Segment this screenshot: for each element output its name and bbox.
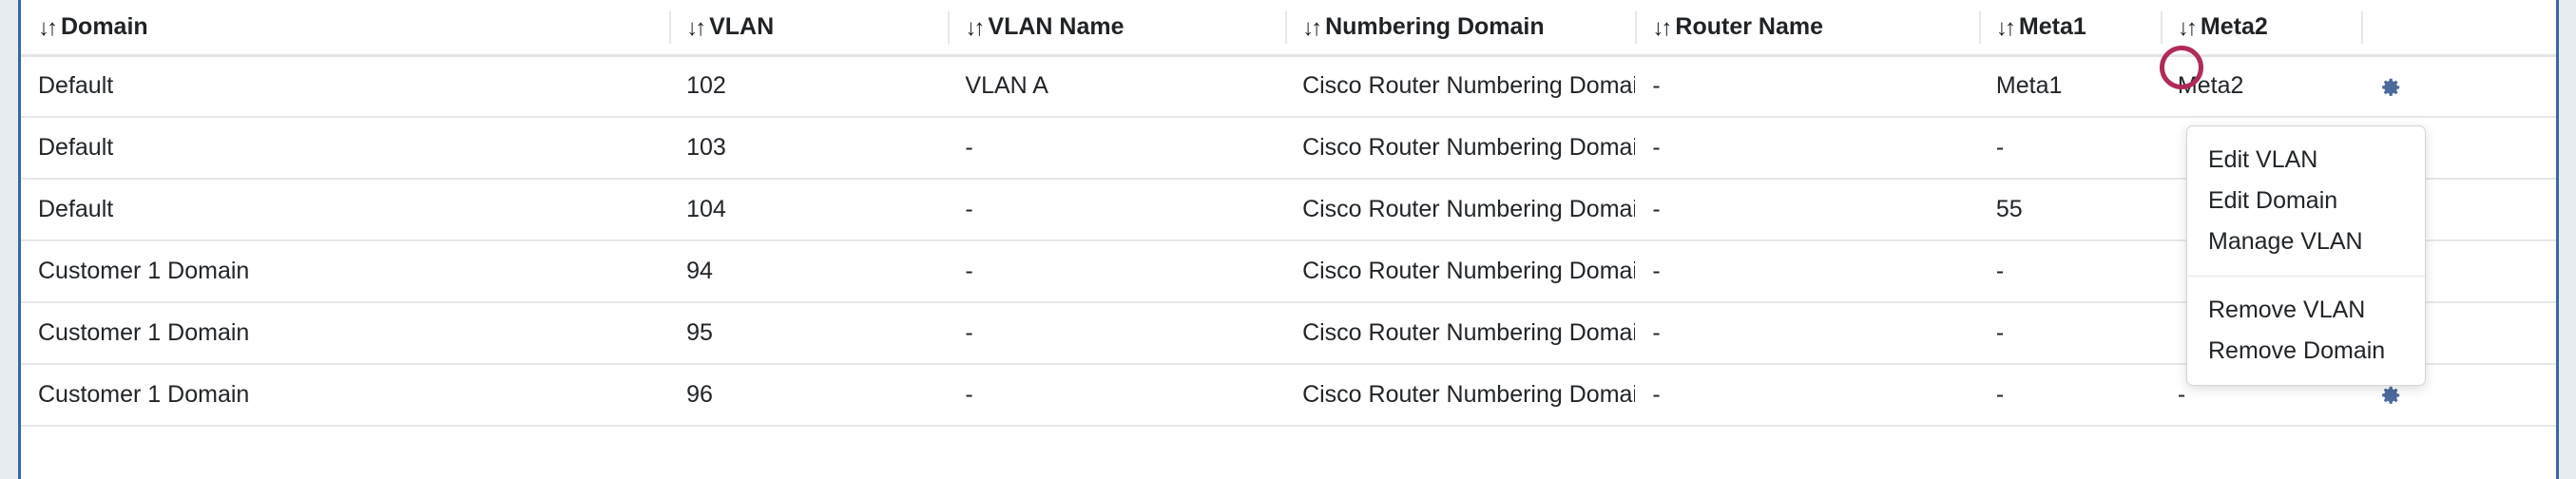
menu-item-edit-vlan[interactable]: Edit VLAN xyxy=(2208,146,2318,173)
cell-vlan: 103 xyxy=(686,134,726,161)
cell-numbering-domain: Cisco Router Numbering Domain for … xyxy=(1302,319,1635,346)
content-panel: ↓↑Domain↓↑VLAN↓↑VLAN Name↓↑Numbering Dom… xyxy=(18,0,2559,479)
column-header-vlan[interactable]: ↓↑VLAN xyxy=(669,0,949,55)
cell-vlan-name: - xyxy=(965,319,973,346)
column-header-domain[interactable]: ↓↑Domain xyxy=(21,0,670,55)
cell-meta1: - xyxy=(1995,258,2005,284)
menu-item-edit-domain[interactable]: Edit Domain xyxy=(2208,187,2338,214)
sort-updown-icon[interactable]: ↓↑ xyxy=(1652,14,1672,41)
cell-numbering-domain: Cisco Router Numbering Domain for … xyxy=(1302,72,1635,100)
column-separator xyxy=(1978,11,1981,44)
table-header-row: ↓↑Domain↓↑VLAN↓↑VLAN Name↓↑Numbering Dom… xyxy=(21,0,2556,55)
cell-router-name: - xyxy=(1652,258,1661,284)
column-separator xyxy=(669,11,672,44)
cell-vlan-name: - xyxy=(965,381,973,408)
sort-updown-icon[interactable]: ↓↑ xyxy=(1995,14,2016,41)
cell-meta1: - xyxy=(1995,134,2005,161)
column-separator xyxy=(2361,11,2364,44)
vlan-table-container: ↓↑Domain↓↑VLAN↓↑VLAN Name↓↑Numbering Dom… xyxy=(21,0,2556,479)
row-actions-button[interactable] xyxy=(2361,364,2556,426)
column-header-meta1[interactable]: ↓↑Meta1 xyxy=(1978,0,2161,55)
cell-meta1: - xyxy=(1995,319,2005,346)
cell-meta1: - xyxy=(1995,381,2005,408)
cell-domain: Default xyxy=(38,72,114,100)
cell-meta1: 55 xyxy=(1995,196,2023,222)
cell-numbering-domain: Cisco Router Numbering Domain for … xyxy=(1302,134,1635,161)
cell-vlan: 95 xyxy=(686,319,713,346)
menu-divider xyxy=(2187,276,2425,277)
menu-item-manage-vlan[interactable]: Manage VLAN xyxy=(2208,228,2363,255)
vlan-table: ↓↑Domain↓↑VLAN↓↑VLAN Name↓↑Numbering Dom… xyxy=(21,0,2556,427)
column-header-numbering-domain[interactable]: ↓↑Numbering Domain xyxy=(1285,0,1636,55)
row-actions-button[interactable] xyxy=(2361,55,2556,117)
sort-updown-icon[interactable]: ↓↑ xyxy=(965,14,985,41)
cell-numbering-domain: Cisco Router Numbering Domain for … xyxy=(1302,258,1635,284)
column-header-vlan-name[interactable]: ↓↑VLAN Name xyxy=(948,0,1286,55)
cell-domain: Customer 1 Domain xyxy=(38,258,250,284)
column-header-router-name[interactable]: ↓↑Router Name xyxy=(1635,0,1979,55)
sort-updown-icon[interactable]: ↓↑ xyxy=(686,14,706,41)
sort-updown-icon[interactable]: ↓↑ xyxy=(2177,14,2198,41)
gear-icon[interactable] xyxy=(2378,383,2403,408)
cell-vlan-name: - xyxy=(965,196,973,222)
column-header-meta2[interactable]: ↓↑Meta2 xyxy=(2160,0,2362,55)
menu-item-remove-vlan[interactable]: Remove VLAN xyxy=(2208,297,2366,323)
column-separator xyxy=(1285,11,1288,44)
column-header-label: Numbering Domain xyxy=(1325,12,1545,40)
column-header-label: Meta1 xyxy=(2018,12,2086,40)
table-row[interactable]: Default 102 VLAN A Cisco Router Numbering D… xyxy=(21,55,2556,117)
cell-domain: Customer 1 Domain xyxy=(38,319,250,346)
sort-updown-icon[interactable]: ↓↑ xyxy=(38,14,58,41)
column-header-label: Domain xyxy=(61,12,148,40)
cell-domain: Default xyxy=(38,196,114,222)
cell-numbering-domain: Cisco Router Numbering Domain for … xyxy=(1302,381,1635,408)
column-header-label: VLAN Name xyxy=(988,12,1125,40)
cell-vlan-name: - xyxy=(965,134,973,161)
cell-meta2: - xyxy=(2177,381,2186,408)
cell-router-name: - xyxy=(1652,319,1661,346)
column-separator xyxy=(948,11,951,44)
column-header-actions xyxy=(2361,0,2556,55)
cell-router-name: - xyxy=(1652,196,1661,222)
column-header-label: Meta2 xyxy=(2200,12,2268,40)
cell-domain: Default xyxy=(38,134,114,161)
cell-vlan-name: VLAN A xyxy=(965,72,1048,100)
cell-vlan-name: - xyxy=(965,258,973,284)
cell-numbering-domain: Cisco Router Numbering Domain for … xyxy=(1302,196,1635,222)
gear-icon[interactable] xyxy=(2378,75,2403,100)
cell-meta1: Meta1 xyxy=(1995,72,2063,100)
cell-router-name: - xyxy=(1652,134,1661,161)
sort-updown-icon[interactable]: ↓↑ xyxy=(1302,14,1322,41)
cell-domain: Customer 1 Domain xyxy=(38,381,250,408)
table-body: Default 102 VLAN A Cisco Router Numbering D… xyxy=(21,55,2556,426)
cell-router-name: - xyxy=(1652,381,1661,408)
cell-vlan: 102 xyxy=(686,72,726,100)
cell-vlan: 96 xyxy=(686,381,713,408)
table-header: ↓↑Domain↓↑VLAN↓↑VLAN Name↓↑Numbering Dom… xyxy=(21,0,2556,55)
column-header-label: VLAN xyxy=(709,12,775,40)
circle-highlight-annotation xyxy=(2160,46,2203,89)
column-separator xyxy=(2160,11,2163,44)
cell-router-name: - xyxy=(1652,72,1661,100)
cell-vlan: 104 xyxy=(686,196,726,222)
menu-item-remove-domain[interactable]: Remove Domain xyxy=(2208,337,2386,364)
column-separator xyxy=(1635,11,1638,44)
cell-vlan: 94 xyxy=(686,258,713,284)
column-header-label: Router Name xyxy=(1675,12,1823,40)
